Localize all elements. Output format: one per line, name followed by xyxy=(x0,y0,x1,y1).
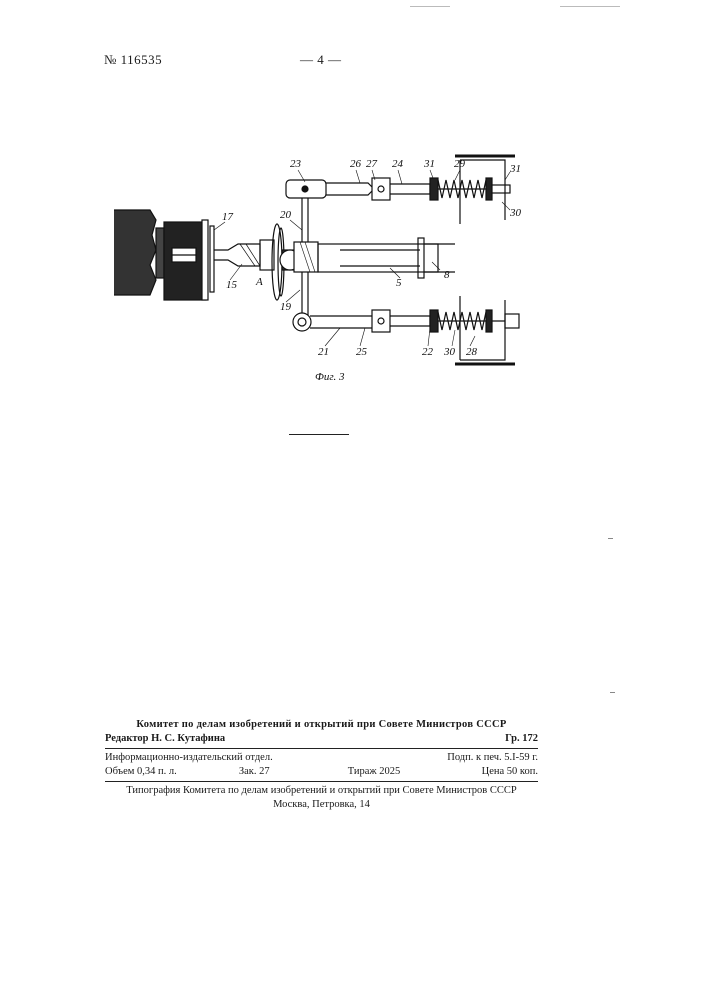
volume: Объем 0,34 п. л. xyxy=(105,765,225,779)
label-27: 27 xyxy=(366,158,378,170)
scan-speck xyxy=(608,538,613,539)
label-21: 21 xyxy=(318,346,329,358)
scan-speck xyxy=(560,6,620,7)
label-25: 25 xyxy=(356,346,368,358)
label-8: 8 xyxy=(444,269,450,281)
imprint-rule-1 xyxy=(105,748,538,749)
label-23: 23 xyxy=(290,158,302,170)
label-24: 24 xyxy=(392,158,404,170)
group: Гр. 172 xyxy=(505,732,538,746)
department: Информационно-издательский отдел. xyxy=(105,751,273,765)
label-5: 5 xyxy=(396,277,402,289)
scan-speck xyxy=(610,692,615,693)
scan-speck xyxy=(410,6,450,7)
imprint-block: Комитет по делам изобретений и открытий … xyxy=(105,718,538,812)
label-17: 17 xyxy=(222,211,234,223)
address: Москва, Петровка, 14 xyxy=(105,798,538,812)
print-run: Тираж 2025 xyxy=(348,765,468,779)
committee-heading: Комитет по делам изобретений и открытий … xyxy=(105,718,538,732)
label-20: 20 xyxy=(280,209,292,221)
label-26: 26 xyxy=(350,158,362,170)
order: Зак. 27 xyxy=(239,765,334,779)
patent-number: № 116535 xyxy=(104,52,162,68)
label-28: 28 xyxy=(466,346,478,358)
label-A: A xyxy=(255,276,263,288)
editor: Редактор Н. С. Кутафина xyxy=(105,732,225,746)
label-31-upper-left: 31 xyxy=(423,158,435,170)
label-19: 19 xyxy=(280,301,292,313)
label-15: 15 xyxy=(226,279,238,291)
label-30-lower: 30 xyxy=(443,346,456,358)
label-30-upper: 30 xyxy=(509,207,522,219)
signed-date: Подп. к печ. 5.I-59 г. xyxy=(447,751,538,765)
label-31-upper-right: 31 xyxy=(509,163,521,175)
printing-house: Типография Комитета по делам изобретений… xyxy=(105,784,538,798)
page-number: — 4 — xyxy=(300,52,342,68)
label-29: 29 xyxy=(454,158,466,170)
figure-caption: Фиг. 3 xyxy=(315,371,345,383)
price: Цена 50 коп. xyxy=(482,765,538,779)
label-22: 22 xyxy=(422,346,434,358)
imprint-rule-2 xyxy=(105,781,538,782)
technical-drawing-fig-3: 23 26 27 24 31 29 31 30 17 20 5 8 15 A 1… xyxy=(110,150,540,385)
separator-line xyxy=(289,434,349,435)
